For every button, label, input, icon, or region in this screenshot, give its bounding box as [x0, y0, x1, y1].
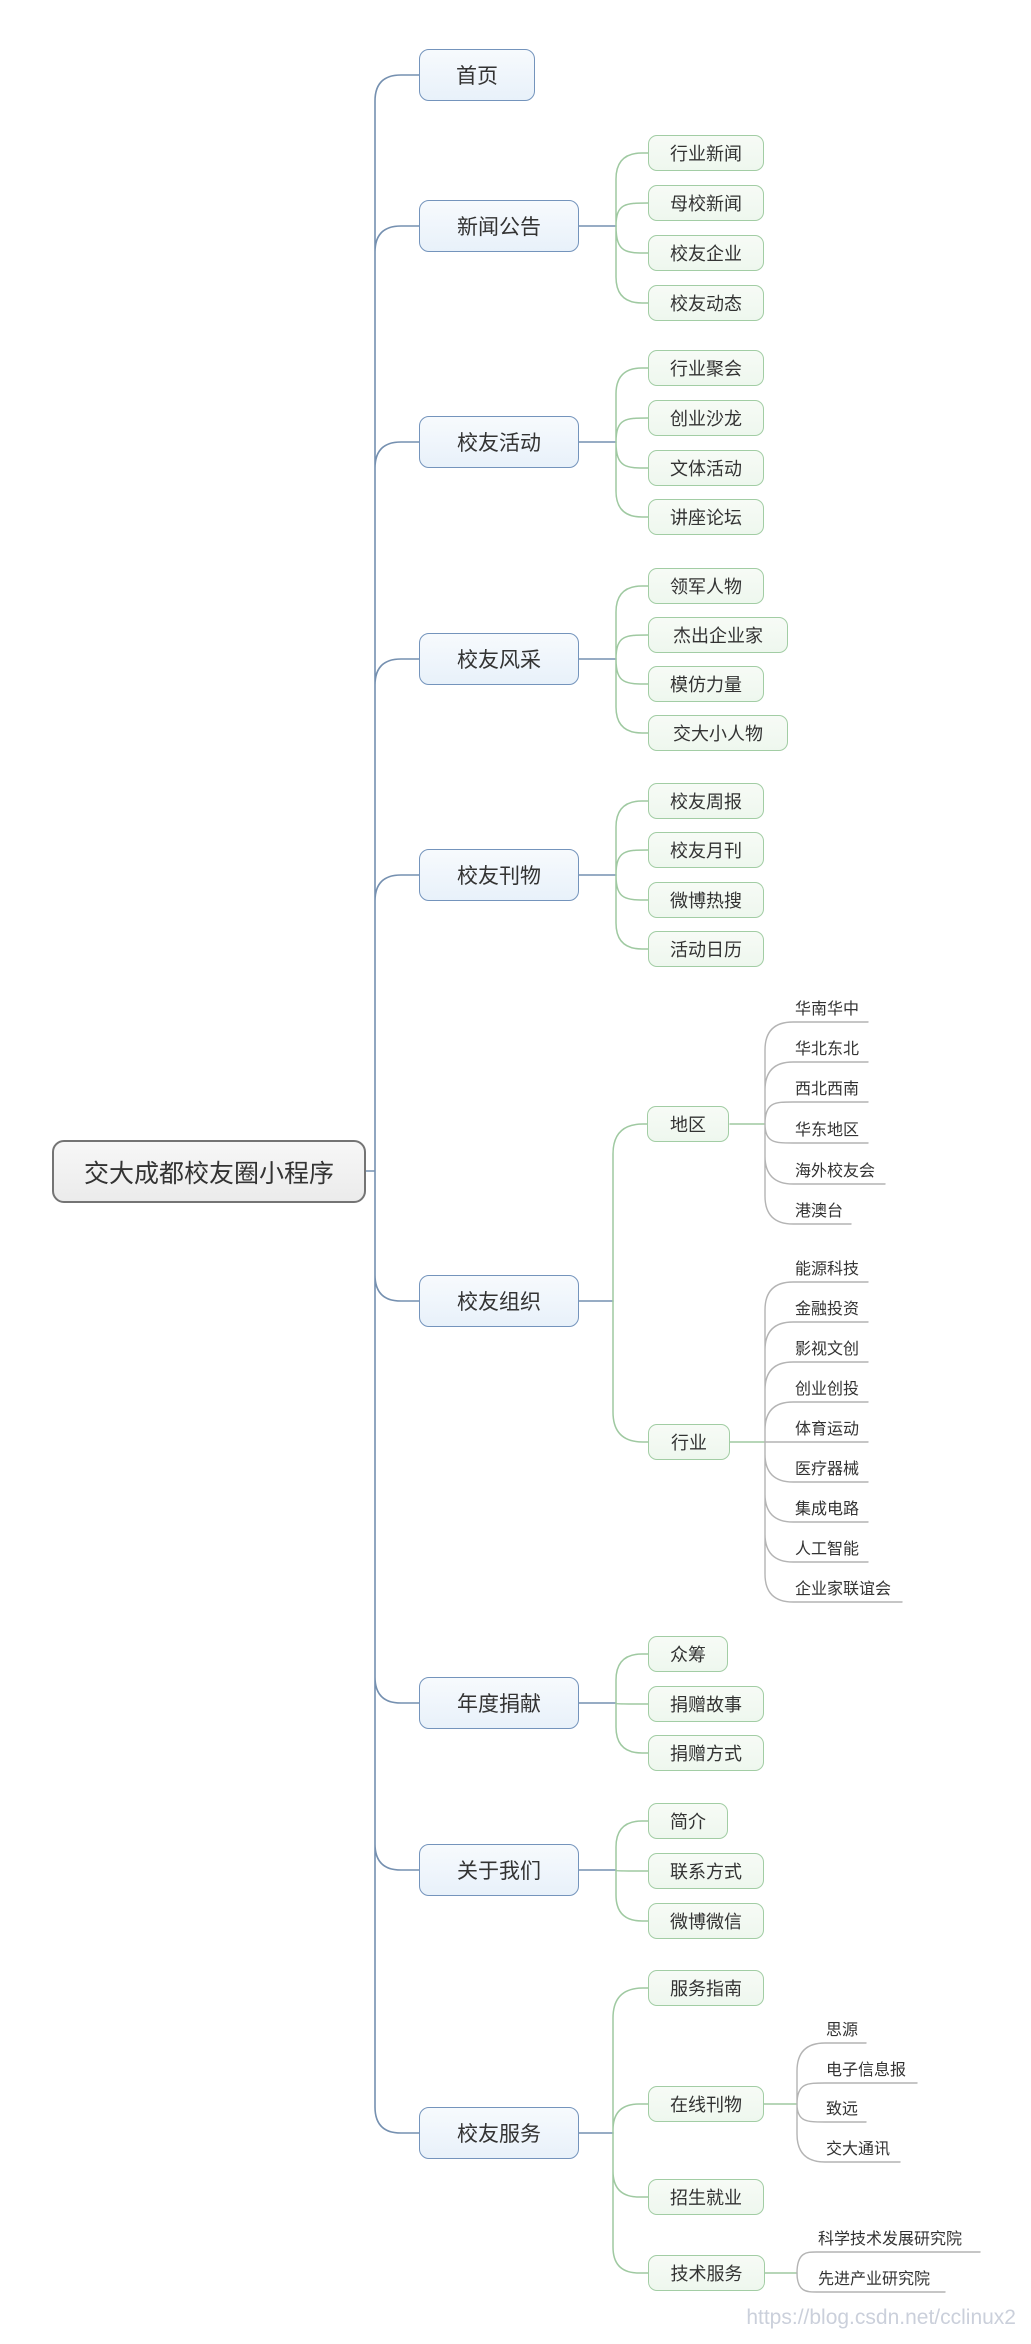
child-node[interactable]: 行业新闻 [648, 135, 764, 171]
branch-node-about[interactable]: 关于我们 [419, 1844, 579, 1896]
child-node[interactable]: 领军人物 [648, 568, 764, 604]
child-node[interactable]: 招生就业 [648, 2179, 764, 2215]
leaf-connectors [764, 1021, 981, 2293]
leaf-node[interactable]: 西北西南 [795, 1081, 860, 1098]
leaf-node[interactable]: 金融投资 [795, 1301, 860, 1318]
level2-connectors [612, 152, 798, 2274]
leaf-node[interactable]: 企业家联谊会 [795, 1581, 892, 1598]
branch-node-publications[interactable]: 校友刊物 [419, 849, 579, 901]
child-node[interactable]: 校友动态 [648, 285, 764, 321]
child-node[interactable]: 众筹 [648, 1636, 728, 1672]
leaf-node[interactable]: 创业创投 [795, 1381, 860, 1398]
child-node[interactable]: 校友企业 [648, 235, 764, 271]
child-node[interactable]: 联系方式 [648, 1853, 764, 1889]
child-node[interactable]: 微博热搜 [648, 882, 764, 918]
child-node[interactable]: 捐赠故事 [648, 1686, 764, 1722]
child-node[interactable]: 交大小人物 [648, 715, 788, 751]
child-node[interactable]: 校友月刊 [648, 832, 764, 868]
leaf-node[interactable]: 能源科技 [795, 1261, 860, 1278]
child-node-region[interactable]: 地区 [647, 1106, 729, 1142]
leaf-node[interactable]: 电子信息报 [826, 2062, 907, 2079]
child-node[interactable]: 创业沙龙 [648, 400, 764, 436]
child-node-online-pubs[interactable]: 在线刊物 [648, 2086, 764, 2122]
branch-node-services[interactable]: 校友服务 [419, 2107, 579, 2159]
leaf-node[interactable]: 港澳台 [795, 1203, 844, 1220]
leaf-node[interactable]: 思源 [826, 2022, 859, 2039]
leaf-node[interactable]: 交大通讯 [826, 2141, 891, 2158]
child-node[interactable]: 捐赠方式 [648, 1735, 764, 1771]
branch-node-style[interactable]: 校友风采 [419, 633, 579, 685]
branch-node-activities[interactable]: 校友活动 [419, 416, 579, 468]
branch-node-donation[interactable]: 年度捐献 [419, 1677, 579, 1729]
child-node[interactable]: 母校新闻 [648, 185, 764, 221]
child-node[interactable]: 讲座论坛 [648, 499, 764, 535]
leaf-node[interactable]: 华南华中 [795, 1001, 860, 1018]
leaf-node[interactable]: 先进产业研究院 [818, 2271, 931, 2288]
child-node[interactable]: 服务指南 [648, 1970, 764, 2006]
root-node[interactable]: 交大成都校友圈小程序 [52, 1140, 366, 1203]
leaf-node[interactable]: 华东地区 [795, 1122, 860, 1139]
leaf-node[interactable]: 人工智能 [795, 1541, 860, 1558]
child-node[interactable]: 活动日历 [648, 931, 764, 967]
leaf-node[interactable]: 集成电路 [795, 1501, 860, 1518]
leaf-node[interactable]: 华北东北 [795, 1041, 860, 1058]
leaf-node[interactable]: 体育运动 [795, 1421, 860, 1438]
watermark-text: https://blog.csdn.net/cclinux2 [746, 2306, 1016, 2329]
leaf-node[interactable]: 科学技术发展研究院 [818, 2231, 963, 2248]
branch-node-home[interactable]: 首页 [419, 49, 535, 101]
leaf-node[interactable]: 致远 [826, 2101, 859, 2118]
child-node[interactable]: 校友周报 [648, 783, 764, 819]
child-node[interactable]: 文体活动 [648, 450, 764, 486]
branch-node-organizations[interactable]: 校友组织 [419, 1275, 579, 1327]
child-node[interactable]: 简介 [648, 1803, 728, 1839]
child-node[interactable]: 行业聚会 [648, 350, 764, 386]
spine-connectors [365, 74, 617, 2134]
child-node[interactable]: 模仿力量 [648, 666, 764, 702]
leaf-node[interactable]: 影视文创 [795, 1341, 860, 1358]
child-node[interactable]: 微博微信 [648, 1903, 764, 1939]
child-node-industry[interactable]: 行业 [648, 1424, 730, 1460]
child-node[interactable]: 杰出企业家 [648, 617, 788, 653]
child-node-tech-services[interactable]: 技术服务 [648, 2255, 765, 2291]
branch-node-news[interactable]: 新闻公告 [419, 200, 579, 252]
leaf-node[interactable]: 医疗器械 [795, 1461, 860, 1478]
leaf-node[interactable]: 海外校友会 [795, 1163, 876, 1180]
